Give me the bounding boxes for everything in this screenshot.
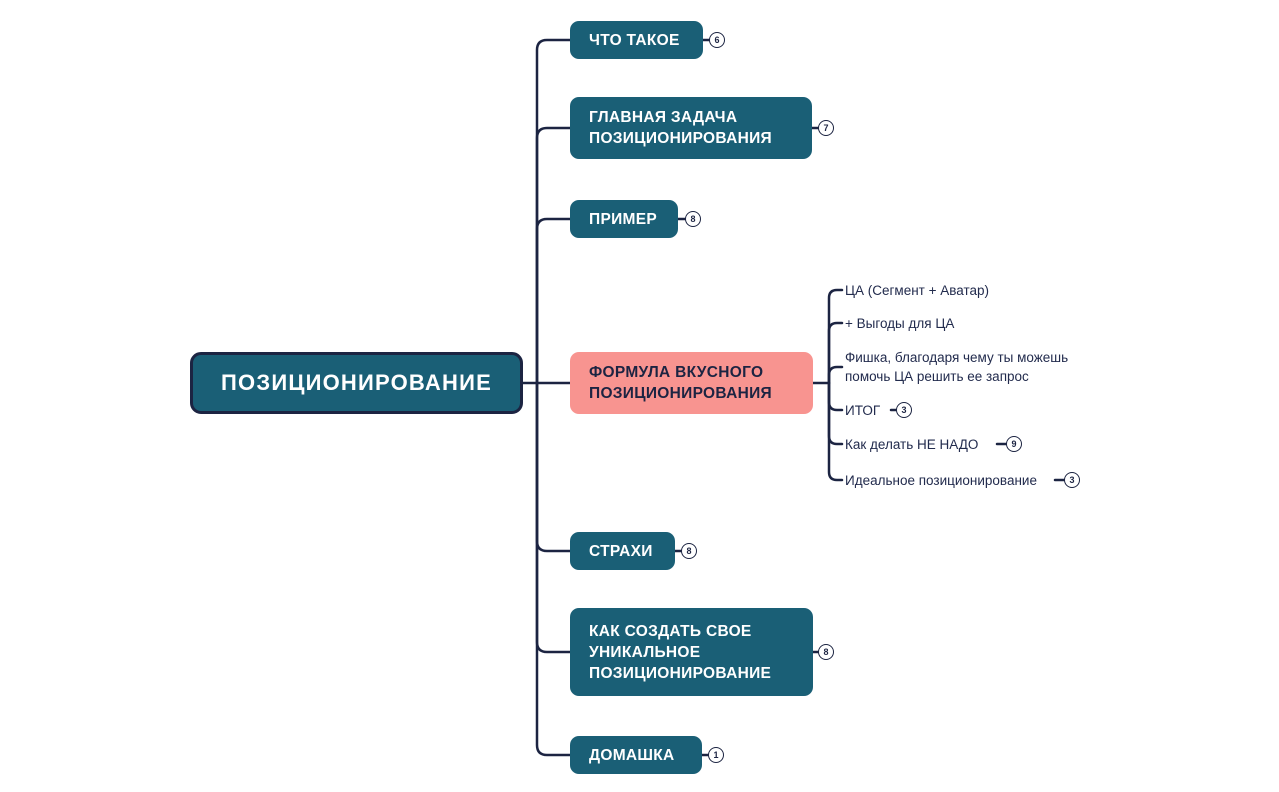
badge-count-what-is[interactable]: 6	[709, 32, 725, 48]
node-main-task[interactable]: ГЛАВНАЯ ЗАДАЧА ПОЗИЦИОНИРОВАНИЯ	[570, 97, 812, 159]
connector-sub-fishka	[827, 365, 844, 385]
subtopic-benefits[interactable]: + Выгоды для ЦА	[845, 316, 955, 331]
badge-count-main-task[interactable]: 7	[818, 120, 834, 136]
connector-sub-ideal	[827, 381, 844, 482]
connector-fears	[535, 381, 572, 553]
connector-example	[535, 217, 572, 385]
connector-what-is	[535, 38, 572, 385]
root-node-positioning[interactable]: ПОЗИЦИОНИРОВАНИЕ	[190, 352, 523, 414]
badge-count-example[interactable]: 8	[685, 211, 701, 227]
badge-count-fears[interactable]: 8	[681, 543, 697, 559]
node-formula[interactable]: ФОРМУЛА ВКУСНОГО ПОЗИЦИОНИРОВАНИЯ	[570, 352, 813, 414]
node-homework[interactable]: ДОМАШКА	[570, 736, 702, 774]
badge-count-ideal[interactable]: 3	[1064, 472, 1080, 488]
connector-how-create	[535, 381, 572, 654]
node-example[interactable]: ПРИМЕР	[570, 200, 678, 238]
subtopic-fishka[interactable]: Фишка, благодаря чему ты можешь помочь Ц…	[845, 350, 1069, 384]
badge-count-homework[interactable]: 1	[708, 747, 724, 763]
connector-homework	[535, 381, 572, 757]
connector-main-task	[535, 126, 572, 385]
node-how-create[interactable]: КАК СОЗДАТЬ СВОЕ УНИКАЛЬНОЕ ПОЗИЦИОНИРОВ…	[570, 608, 813, 696]
subtopic-ideal[interactable]: Идеальное позиционирование	[845, 473, 1037, 488]
node-fears[interactable]: СТРАХИ	[570, 532, 675, 570]
node-what-is[interactable]: ЧТО ТАКОЕ	[570, 21, 703, 59]
connector-sub-itog	[827, 381, 844, 412]
connector-sub-benefits	[827, 321, 844, 385]
connector-sub-ca	[827, 288, 844, 385]
subtopic-ca-segment-avatar[interactable]: ЦА (Сегмент + Аватар)	[845, 283, 990, 298]
badge-count-how-create[interactable]: 8	[818, 644, 834, 660]
subtopic-ne-nado[interactable]: Как делать НЕ НАДО	[845, 437, 979, 452]
badge-count-ne-nado[interactable]: 9	[1006, 436, 1022, 452]
connector-sub-nenado	[827, 381, 844, 446]
badge-count-itog[interactable]: 3	[896, 402, 912, 418]
subtopic-itog[interactable]: ИТОГ	[845, 403, 881, 418]
